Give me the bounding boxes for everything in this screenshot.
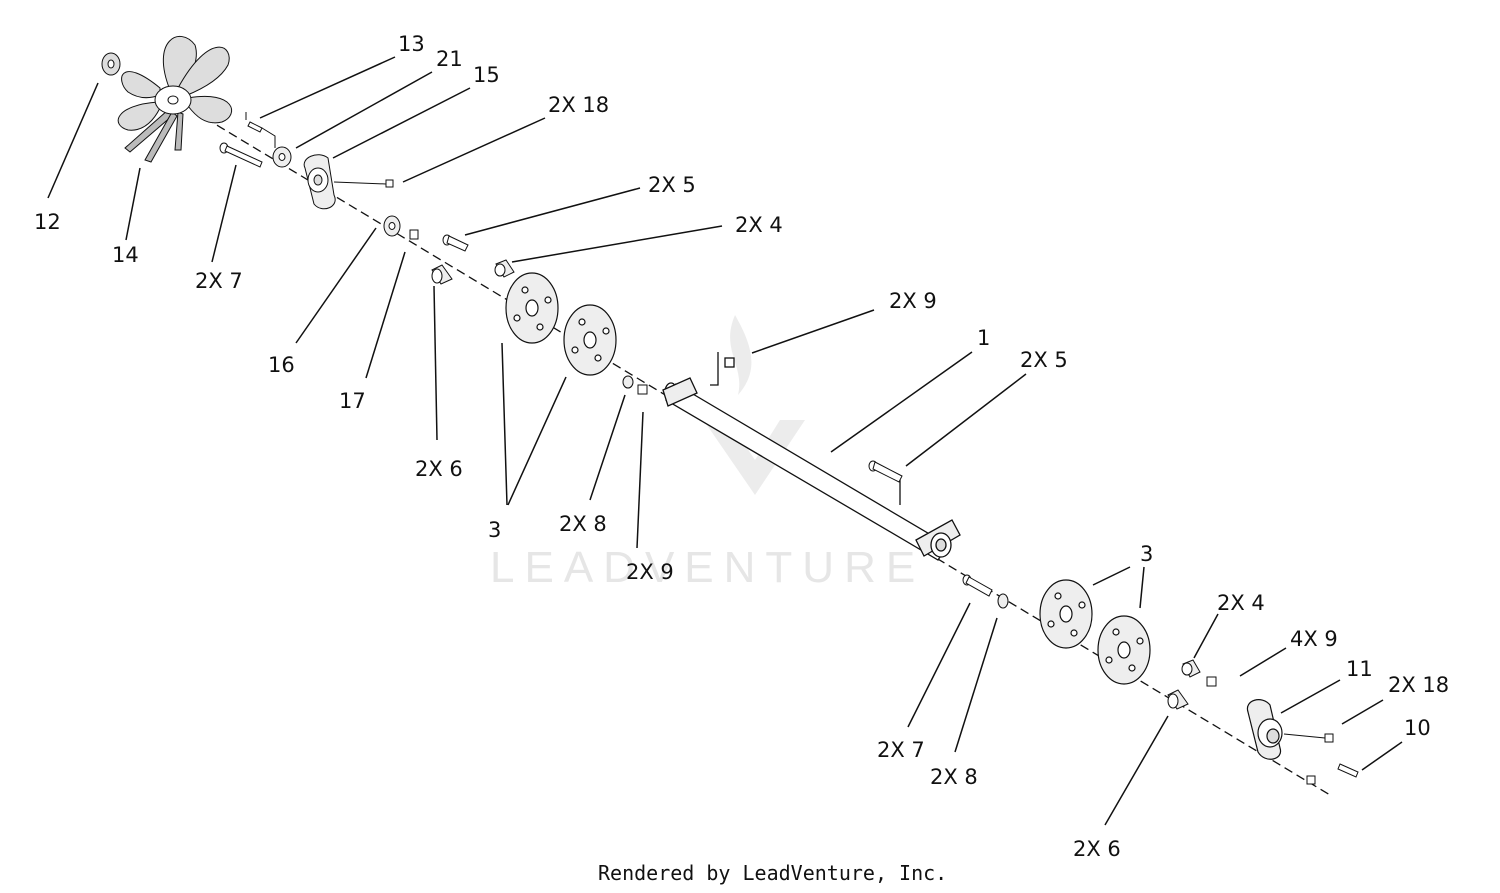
shaft-pin-right [1306,763,1359,785]
spacer-6-left [431,264,453,285]
callout-3-left: 3 [488,518,501,542]
callout-11: 11 [1346,657,1373,681]
callout-12: 12 [34,210,61,234]
callout-10: 10 [1404,716,1431,740]
callout-2x4-left: 2X 4 [735,213,783,237]
coupling-disk-left-b [563,304,617,376]
nut-17 [409,229,419,240]
callout-15: 15 [473,63,500,87]
callout-2x6-left: 2X 6 [415,457,463,481]
carriage-bolt-left [219,142,263,168]
coupling-disk-right-b [1097,615,1151,685]
leader-lines [47,56,1403,826]
callout-1: 1 [977,326,990,350]
callout-2x5-right: 2X 5 [1020,348,1068,372]
callout-2x7-right: 2X 7 [877,738,925,762]
callout-2x18-right: 2X 18 [1388,673,1449,697]
callout-2x5-left: 2X 5 [648,173,696,197]
bolt-5-left [442,234,469,252]
watermark: LEADVENTURE [490,315,925,592]
callout-16: 16 [268,353,295,377]
callout-2x8-right: 2X 8 [930,765,978,789]
callout-21: 21 [436,47,463,71]
watermark-text: LEADVENTURE [490,543,925,592]
bearing-flange-right [1246,699,1283,760]
callout-2x9-bottom: 2X 9 [626,560,674,584]
callout-14: 14 [112,243,139,267]
fan-blade [117,35,232,163]
washer-8-left [622,375,634,389]
spacer-6-right [1167,689,1189,710]
coupling-disk-right-a [1039,579,1093,649]
spacer-washer [272,146,292,168]
callout-2x18-left: 2X 18 [548,93,609,117]
washer-16 [383,215,401,237]
callout-2x4-right: 2X 4 [1217,591,1265,615]
callout-13: 13 [398,32,425,56]
bearing-flange-left [303,154,336,210]
callout-labels: 13 21 15 2X 18 2X 5 2X 4 12 14 2X 7 16 1… [34,32,1449,861]
callout-17: 17 [339,389,366,413]
bolt-5-right [868,460,903,483]
flange-screw-left [333,179,394,188]
callout-3-right: 3 [1140,542,1153,566]
spacer-4-right [1181,659,1201,678]
spacer-4-left [494,259,515,278]
flange-screw-right [1283,733,1334,743]
nut-9-right [1206,676,1217,687]
callout-2x7-left: 2X 7 [195,269,243,293]
washer-8-right [997,593,1009,609]
callout-4x9: 4X 9 [1290,627,1338,651]
drive-shaft-tube [662,352,961,561]
footer-credit: Rendered by LeadVenture, Inc. [598,861,947,885]
nut-9-left [637,384,648,395]
callout-2x8-left: 2X 8 [559,512,607,536]
callout-2x6-right: 2X 6 [1073,837,1121,861]
fan-washer [101,52,121,76]
coupling-disk-left-a [505,272,559,344]
bolt-7-right [962,574,993,597]
callout-2x9-top: 2X 9 [889,289,937,313]
shaft-key [245,112,276,148]
